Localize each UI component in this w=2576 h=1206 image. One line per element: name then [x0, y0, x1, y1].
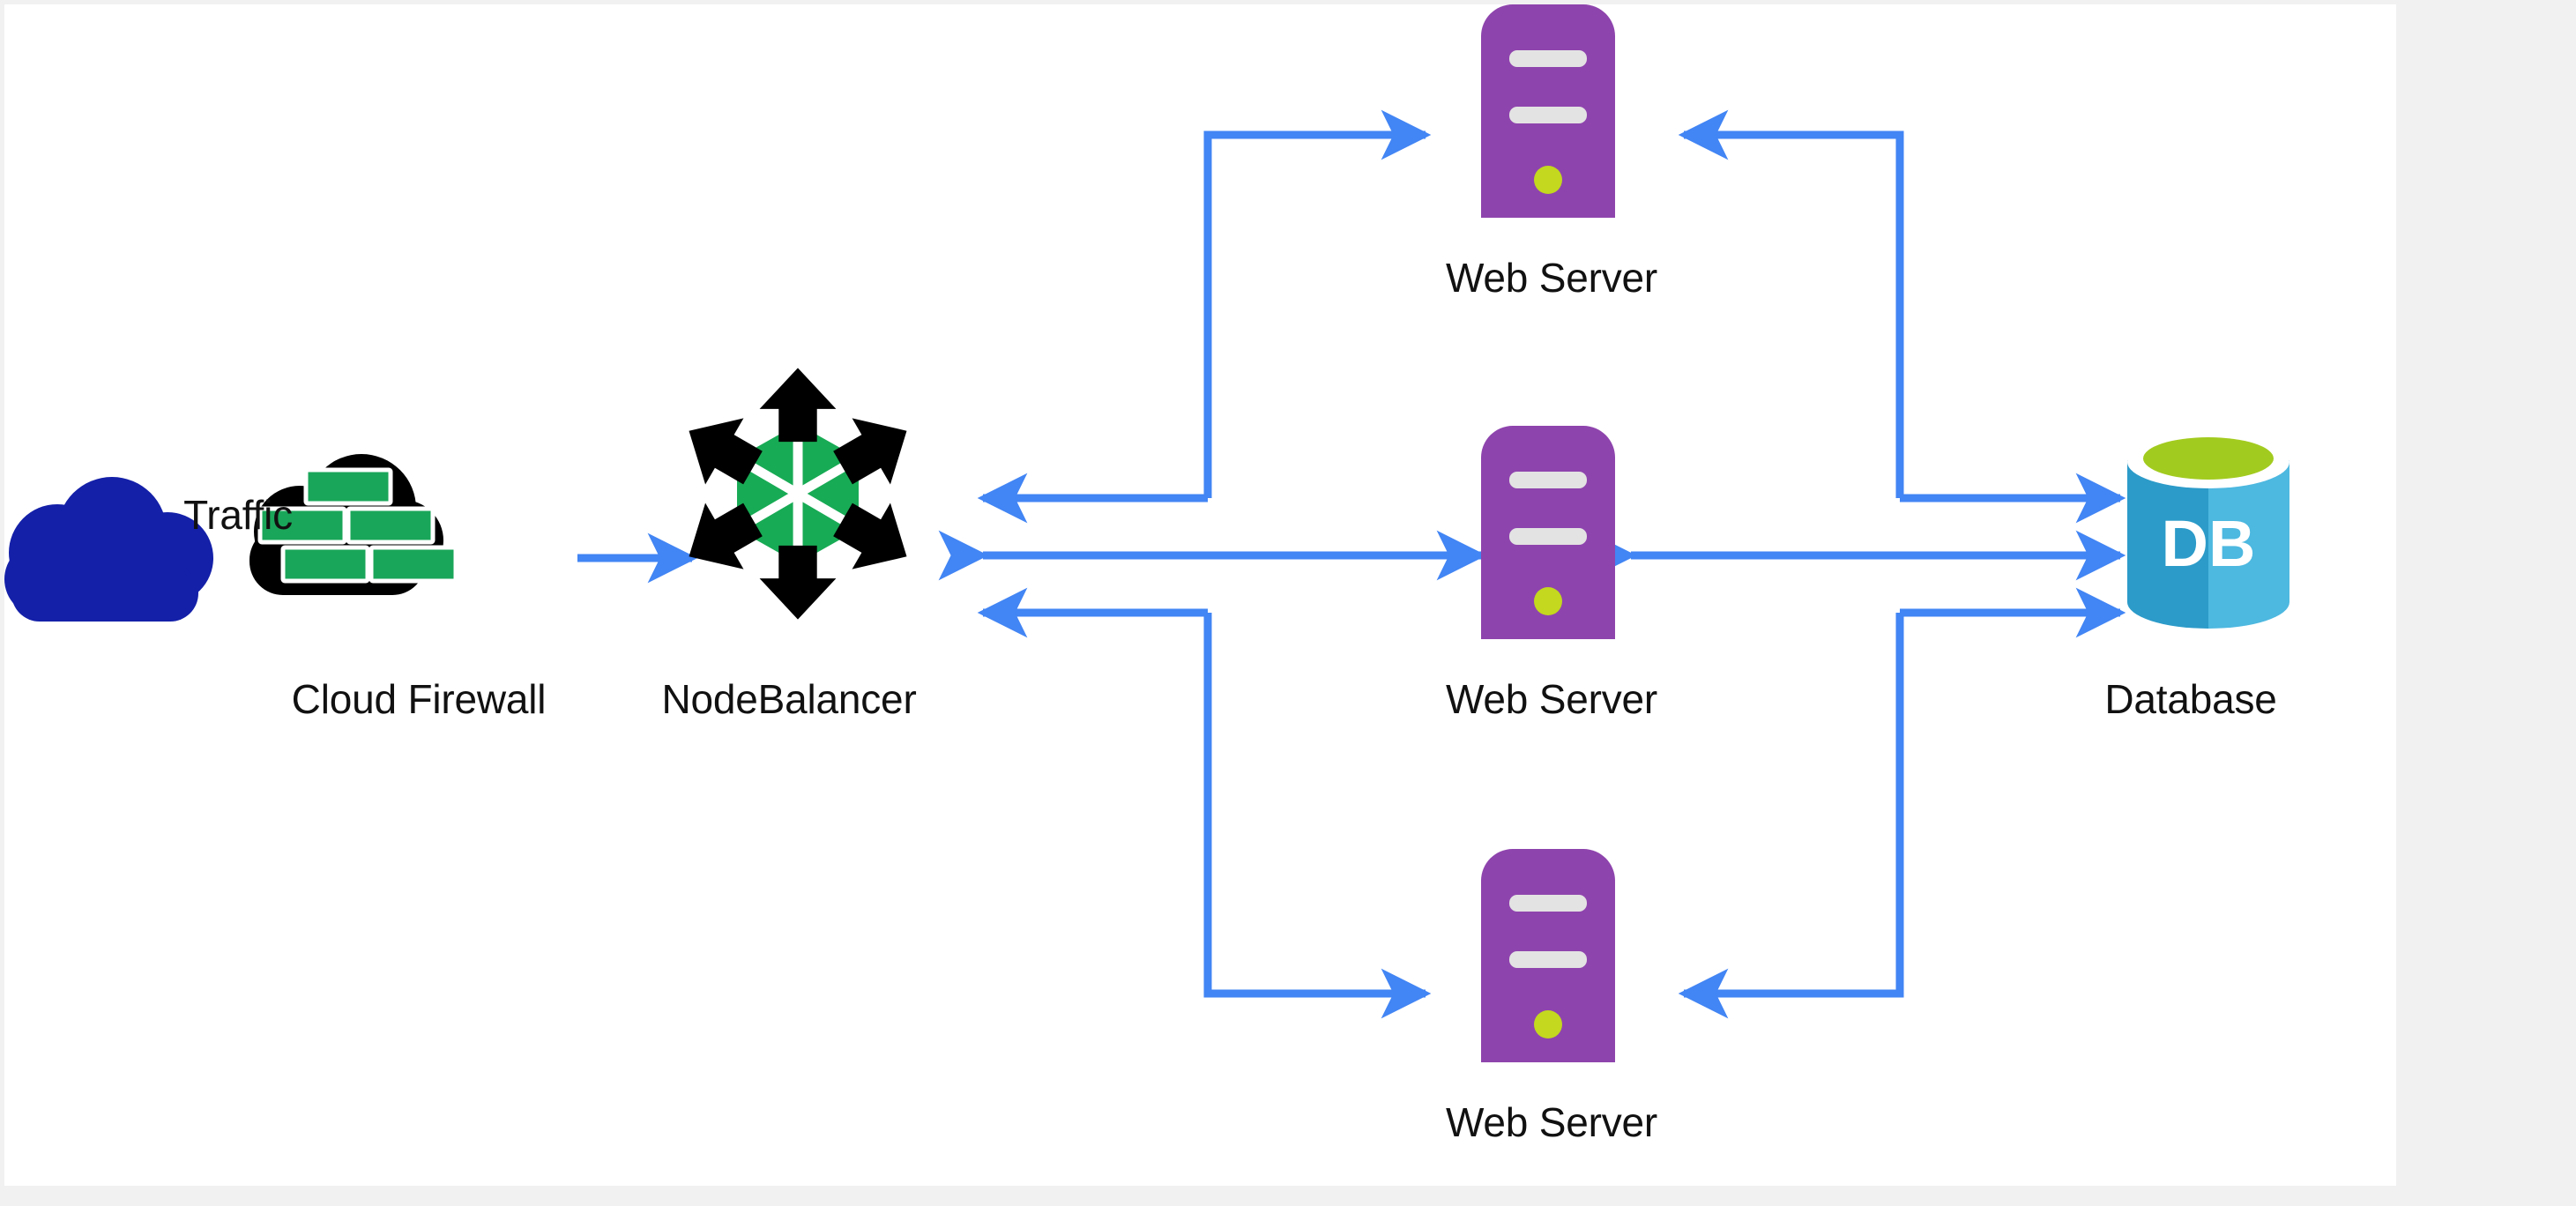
- nodebalancer-label: NodeBalancer: [661, 676, 917, 722]
- nodebalancer-node: [661, 357, 934, 630]
- server-icon: [1481, 4, 1615, 218]
- database-icon: DB: [2127, 436, 2289, 629]
- diagram-canvas: firewall : short dash --> nodebalancer -…: [4, 4, 2396, 1186]
- server-icon: [1481, 849, 1615, 1062]
- db-badge-text: DB: [2162, 507, 2256, 580]
- wire-balancer-to-server1: [1203, 109, 1432, 498]
- server-icon: [1481, 426, 1615, 639]
- wire-database-to-server1: [1678, 109, 1904, 498]
- cloud-firewall-label: Cloud Firewall: [291, 676, 547, 722]
- nodebalancer-icon: [689, 368, 907, 620]
- cloud-firewall-node: [172, 428, 458, 639]
- web-server-2-node: [1481, 426, 1615, 639]
- wire-balancer-to-server3: [1203, 613, 1432, 1019]
- database-label: Database: [2104, 676, 2277, 722]
- internet-cloud-node: [4, 472, 242, 648]
- web-server-1-label: Web Server: [1445, 255, 1658, 301]
- web-server-1-node: [1481, 4, 1615, 218]
- web-server-3-label: Web Server: [1445, 1099, 1658, 1145]
- database-node: DB: [2120, 432, 2297, 630]
- traffic-label: Traffic: [183, 492, 293, 538]
- web-server-2-label: Web Server: [1445, 676, 1658, 722]
- firewall-icon: [249, 454, 458, 595]
- wire-database-to-server3: [1678, 613, 1904, 1019]
- web-server-3-node: [1481, 849, 1615, 1062]
- cloud-icon: [4, 477, 213, 622]
